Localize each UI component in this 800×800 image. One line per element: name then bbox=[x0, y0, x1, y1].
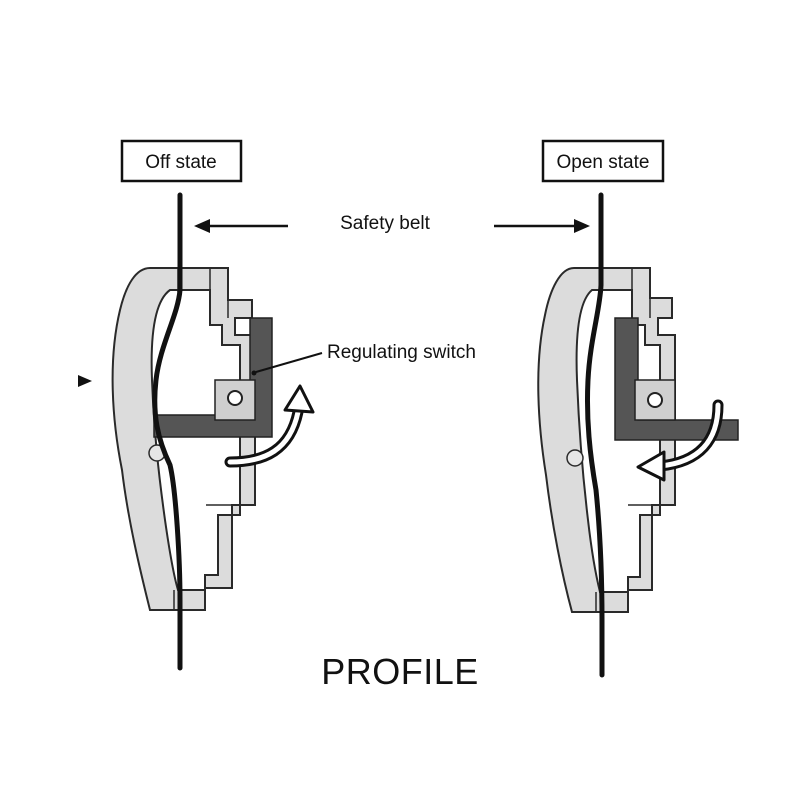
open-rotation-arrowhead bbox=[636, 450, 666, 482]
diagram-title: PROFILE bbox=[321, 651, 479, 692]
open-state-label-box bbox=[541, 139, 665, 183]
regulating-switch-callout: Regulating switch bbox=[251, 342, 476, 376]
regulating-switch-leader bbox=[255, 352, 323, 373]
off-side-marker bbox=[78, 375, 92, 387]
off-housing-frame bbox=[111, 267, 256, 611]
regulating-switch-label: Regulating switch bbox=[327, 342, 476, 363]
off-safety-belt bbox=[152, 192, 183, 671]
open-regulating-switch bbox=[614, 317, 739, 441]
open-state-label: Open state bbox=[557, 152, 650, 173]
off-state-assembly: Off state bbox=[78, 139, 315, 671]
off-state-label-box bbox=[120, 139, 243, 183]
left-belt-arrowhead bbox=[194, 219, 210, 233]
off-state-label: Off state bbox=[145, 152, 216, 173]
open-safety-belt bbox=[584, 192, 605, 678]
safety-belt-label: Safety belt bbox=[340, 213, 430, 234]
open-state-assembly: Open state bbox=[537, 139, 739, 678]
open-housing-frame bbox=[537, 267, 676, 613]
open-pivot-pin bbox=[647, 392, 663, 408]
safety-belt-callout: Safety belt bbox=[194, 213, 590, 234]
open-housing-knob bbox=[566, 449, 584, 467]
right-belt-arrowhead bbox=[574, 219, 590, 233]
off-rotation-arrowhead bbox=[283, 384, 315, 414]
off-pivot-pin bbox=[227, 390, 243, 406]
